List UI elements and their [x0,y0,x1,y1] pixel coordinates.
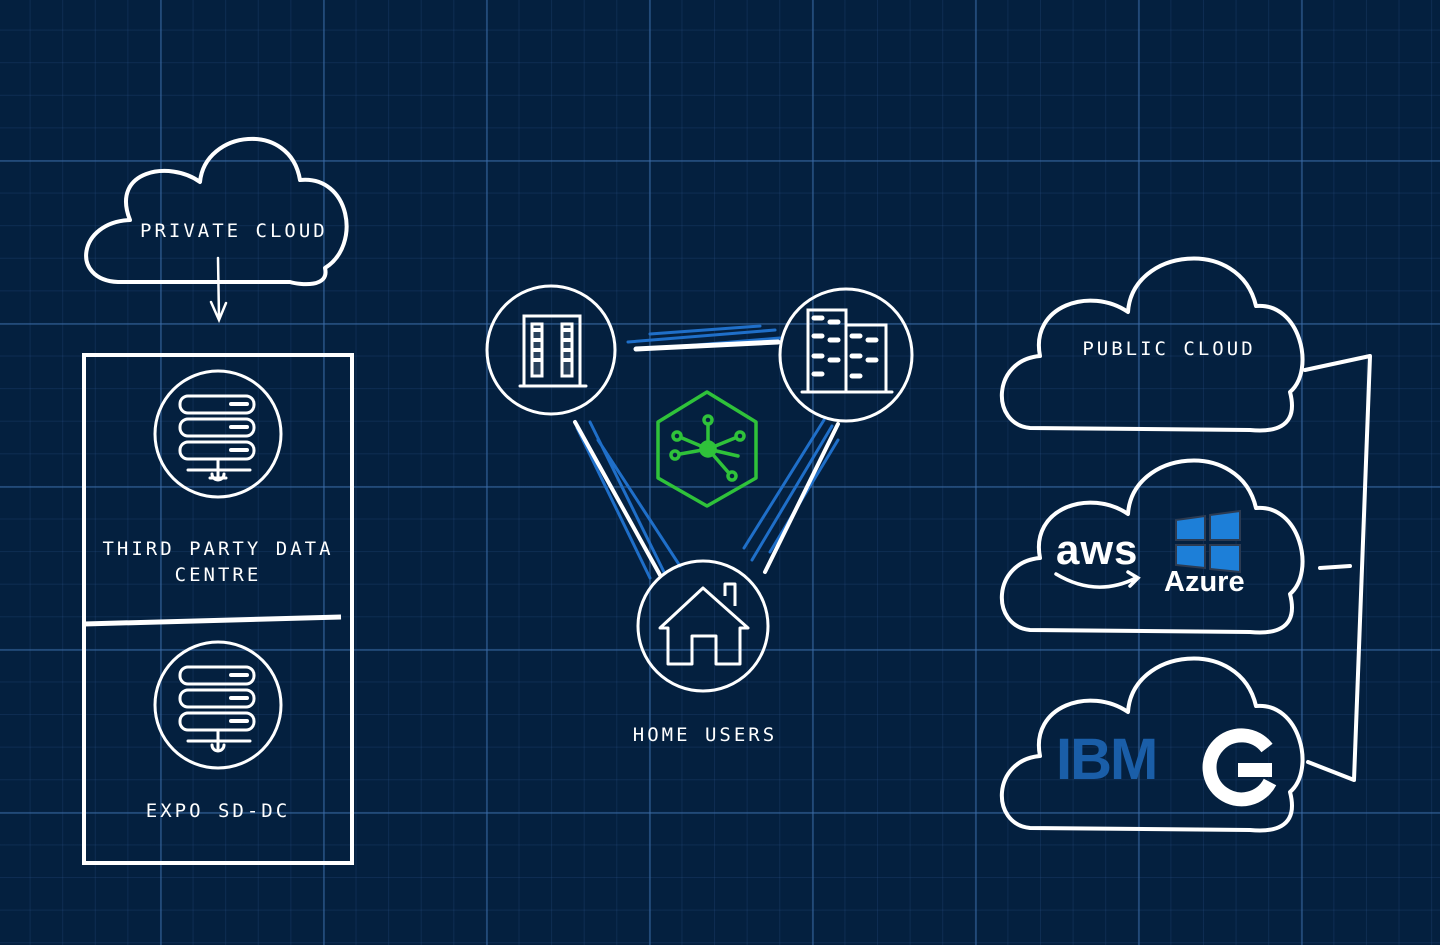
expo-server-icon [153,640,283,770]
azure-windows-icon [1175,509,1241,574]
aws-logo: aws [1056,526,1139,573]
ibm-google-cloud-shape [999,656,1305,833]
aws-smile-icon [1054,570,1141,589]
google-logo-text: G [1306,880,1307,881]
office-building-node [485,284,617,416]
private-cloud-label: PRIVATE CLOUD [140,220,328,242]
private-cloud-arrow [209,256,228,324]
hexagon-hub-icon [656,390,758,508]
house-node [636,559,770,693]
public-cloud-label: PUBLIC CLOUD [1082,338,1256,360]
home-users-label: HOME USERS [632,724,778,746]
network-links [573,324,840,580]
third-party-label-line2: CENTRE [174,564,262,586]
datacentre-box [82,353,354,865]
ibm-logo: IBM [1056,727,1158,792]
datacentre-divider [83,614,342,627]
city-buildings-node [778,287,914,423]
third-party-server-icon [153,369,283,499]
public-cloud-shape [999,256,1305,433]
azure-logo: Azure [1164,566,1245,598]
google-g-icon [1202,728,1277,807]
expo-sd-dc-label: EXPO SD-DC [145,800,291,822]
third-party-label-line1: THIRD PARTY DATA [102,538,334,560]
public-cloud-bracket [1303,354,1372,782]
aws-azure-cloud-shape [999,458,1305,635]
private-cloud-shape [84,136,349,287]
